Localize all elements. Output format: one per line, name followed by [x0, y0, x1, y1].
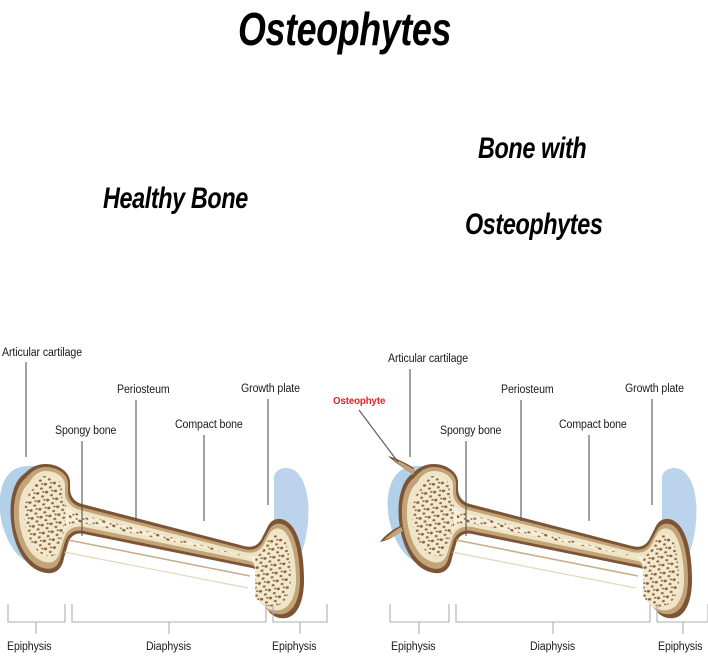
- bracket-label-epiphysis-right-1: Epiphysis: [391, 641, 436, 653]
- label-compact-bone-right: Compact bone: [559, 419, 627, 431]
- leader-osteophyte: [358, 409, 399, 463]
- label-growth-plate-right: Growth plate: [625, 383, 684, 395]
- label-compact-bone-left: Compact bone: [175, 419, 243, 431]
- osteophyte-spur: [380, 456, 415, 542]
- label-spongy-bone-left: Spongy bone: [55, 425, 117, 437]
- spongy-bone-marrow-right: [412, 476, 680, 607]
- osteophyte-bone-illustration: [380, 456, 697, 619]
- label-periosteum-right: Periosteum: [501, 384, 554, 396]
- left-panel-heading: Healthy Bone: [103, 182, 248, 215]
- right-panel-heading-line2: Osteophytes: [465, 208, 603, 241]
- label-articular-cartilage-left: Articular cartilage: [2, 347, 82, 359]
- region-brackets: [7, 604, 708, 634]
- spongy-bone-marrow: [24, 476, 292, 607]
- bracket-label-epiphysis-right-2: Epiphysis: [658, 641, 703, 653]
- label-periosteum-left: Periosteum: [117, 384, 170, 396]
- label-articular-cartilage-right: Articular cartilage: [388, 353, 468, 365]
- label-osteophyte: Osteophyte: [333, 395, 386, 407]
- page-title: Osteophytes: [238, 3, 452, 55]
- healthy-bone-illustration: [0, 464, 309, 619]
- bracket-label-diaphysis-left: Diaphysis: [146, 641, 192, 653]
- label-spongy-bone-right: Spongy bone: [440, 425, 502, 437]
- bracket-label-epiphysis-left-2: Epiphysis: [272, 641, 317, 653]
- right-panel-heading-line1: Bone with: [478, 132, 587, 165]
- bracket-label-diaphysis-right: Diaphysis: [530, 641, 576, 653]
- label-growth-plate-left: Growth plate: [241, 383, 300, 395]
- bracket-label-epiphysis-left-1: Epiphysis: [7, 641, 52, 653]
